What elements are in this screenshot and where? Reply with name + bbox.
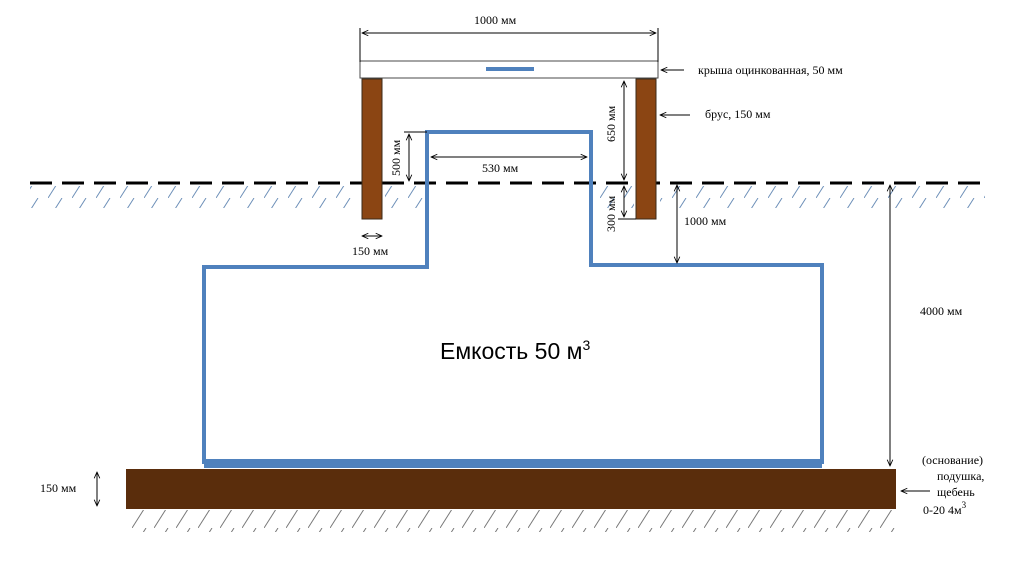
beam-callout-label: брус, 150 мм <box>705 107 771 121</box>
timber-beam-left <box>361 78 383 220</box>
depth-to-tank-label: 1000 мм <box>684 214 727 228</box>
base-label-line4-text: 0-20 4м <box>923 503 962 517</box>
roof-vent-bar <box>486 67 534 71</box>
timber-beam-right <box>635 78 657 220</box>
roof-callout-label: крыша оцинкованная, 50 мм <box>698 63 843 77</box>
base-ground-hatching <box>130 510 900 532</box>
total-depth-label: 4000 мм <box>920 304 963 318</box>
base-label-sup: 3 <box>962 500 967 510</box>
base-label-line2: подушка, <box>937 469 984 483</box>
tank-title: Емкость 50 м3 <box>440 337 590 364</box>
base-slab <box>126 469 896 509</box>
base-label-line3: щебень <box>937 485 975 499</box>
neck-height-label: 500 мм <box>389 139 403 176</box>
tank-title-text: Емкость 50 м <box>440 338 582 364</box>
ground-hatching <box>30 186 985 208</box>
tank-bottom-plate <box>204 459 822 468</box>
roof-width-label: 1000 мм <box>474 13 517 27</box>
beam-below-label: 300 мм <box>604 195 618 232</box>
base-label-line1: (основание) <box>922 453 983 467</box>
base-label-line4: 0-20 4м3 <box>923 500 967 517</box>
tank-title-sup: 3 <box>582 337 590 353</box>
beam-width-label: 150 мм <box>352 244 389 258</box>
neck-width-label: 530 мм <box>482 161 519 175</box>
base-thickness-label: 150 мм <box>40 481 77 495</box>
roof-width-dimension <box>359 28 659 62</box>
beam-above-label: 650 мм <box>604 105 618 142</box>
